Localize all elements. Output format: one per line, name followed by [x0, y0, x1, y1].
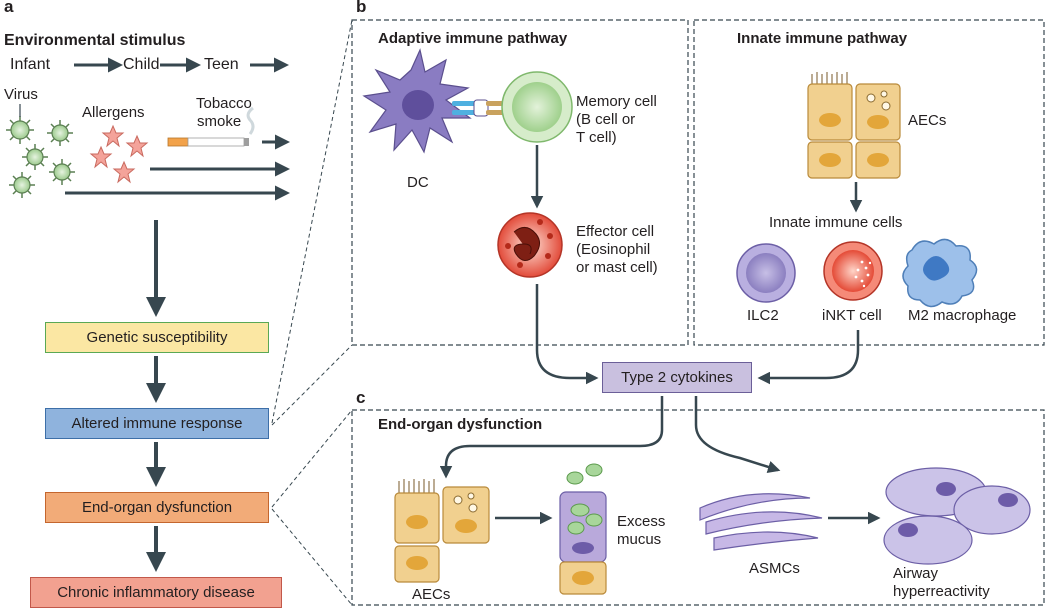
end-organ-frame [351, 409, 1045, 606]
aec-block-innate [807, 72, 901, 179]
virus-icons [6, 104, 75, 198]
panel-b-label: b [356, 0, 367, 16]
effector-cell [497, 212, 563, 278]
excess-mucus-label-1: Excess [617, 513, 666, 530]
virus-particle [22, 144, 48, 170]
genetic-susceptibility-box: Genetic susceptibility [45, 322, 269, 353]
airway-cells [883, 467, 1031, 565]
virus-particle [6, 116, 34, 144]
allergens-label: Allergens [82, 104, 145, 121]
ilc2-label: ILC2 [747, 307, 779, 324]
airway-label-2: hyperreactivity [893, 583, 990, 600]
asmcs-label: ASMCs [749, 560, 800, 577]
virus-label: Virus [4, 86, 38, 103]
virus-particle [47, 120, 73, 146]
dc-label: DC [407, 174, 429, 191]
airway-label-1: Airway [893, 565, 939, 582]
dendritic-cell [362, 48, 472, 154]
innate-pathway-title: Innate immune pathway [737, 30, 908, 47]
virus-particle [9, 172, 35, 198]
memory-cell-label-2: (B cell or [576, 111, 636, 128]
allergen-star [101, 124, 125, 148]
ilc2-cell [736, 243, 796, 303]
allergen-icons [89, 124, 149, 184]
m2-macrophage-label: M2 macrophage [908, 307, 1017, 324]
innate-immune-cells-label: Innate immune cells [769, 214, 903, 231]
chronic-inflammatory-disease-box: Chronic inflammatory disease [30, 577, 282, 608]
timeline-arrows [65, 57, 290, 201]
aec-block-end-organ [394, 479, 490, 583]
panel-c-label: c [356, 388, 366, 407]
end-organ-title: End-organ dysfunction [378, 416, 543, 433]
innate-frame [693, 19, 1045, 346]
smooth-muscle-cells [699, 493, 823, 551]
adaptive-pathway-title: Adaptive immune pathway [378, 30, 568, 47]
zoom-lines [271, 19, 353, 606]
panel-frames [351, 19, 1045, 606]
cigarette-icon [167, 106, 255, 147]
timeline-teen: Teen [204, 56, 239, 73]
timeline-child: Child [123, 56, 160, 73]
environmental-stimulus-title: Environmental stimulus [4, 32, 186, 49]
allergen-star [89, 145, 113, 169]
memory-cell [501, 71, 573, 143]
effector-cell-label-3: or mast cell) [576, 259, 658, 276]
allergen-star [112, 160, 136, 184]
goblet-cell [559, 463, 607, 595]
memory-cell-label-1: Memory cell [576, 93, 657, 110]
timeline-infant: Infant [10, 56, 51, 73]
tobacco-label-line1: Tobacco [196, 95, 252, 112]
inkt-label: iNKT cell [822, 307, 882, 324]
tobacco-label-line2: smoke [197, 113, 242, 130]
allergen-star [125, 134, 149, 158]
type2-cytokines-box: Type 2 cytokines [602, 362, 752, 393]
effector-cell-label-1: Effector cell [576, 223, 655, 240]
cytokine-output-arrows [439, 396, 781, 479]
adaptive-frame [351, 19, 689, 346]
panel-a-label: a [4, 0, 14, 16]
memory-cell-label-3: T cell) [576, 129, 617, 146]
aecs-label-innate: AECs [908, 112, 947, 129]
m2-macrophage-cell [902, 238, 978, 308]
effector-cell-label-2: (Eosinophil [576, 241, 651, 258]
virus-particle [49, 159, 75, 185]
cytokine-input-arrows [535, 284, 860, 385]
aecs-label-end-organ: AECs [412, 586, 451, 603]
end-organ-dysfunction-box: End-organ dysfunction [45, 492, 269, 523]
excess-mucus-label-2: mucus [617, 531, 662, 548]
inkt-cell [823, 241, 883, 301]
altered-immune-response-box: Altered immune response [45, 408, 269, 439]
